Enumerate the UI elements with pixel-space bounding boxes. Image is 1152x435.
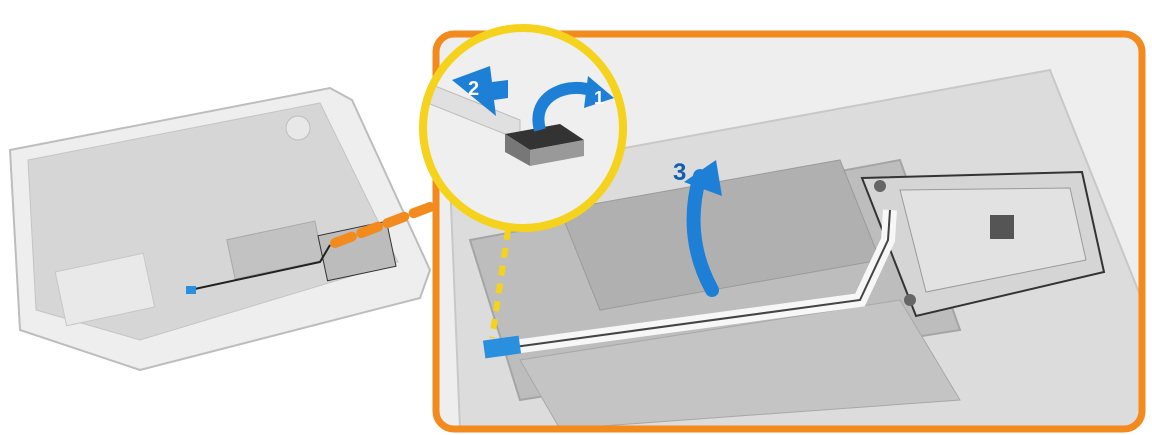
connector-latch-icon [505,124,584,150]
step-3-label: 3 [673,159,686,186]
screw-icon [904,294,916,306]
detail-magnifier: 2 1 [419,24,627,232]
overview-cable [189,244,331,291]
callout-connector [330,202,435,248]
overview-speaker [285,115,311,141]
palmrest-overview [8,86,432,372]
step-3-arrow: 3 [673,159,722,297]
detail-guide [489,229,511,339]
step-1-label: 1 [594,88,604,108]
overview-cable-end [186,286,196,294]
screw-icon [874,180,886,192]
magnifier-border [419,24,627,232]
cable-connector-end [482,335,522,359]
step-2-arrow: 2 [452,66,508,116]
zoom-frame-border [432,30,1146,433]
step-2-label: 2 [468,78,479,100]
step-1-arrow: 1 [532,76,614,132]
qr-label [990,215,1014,239]
overview-panel [54,252,156,327]
